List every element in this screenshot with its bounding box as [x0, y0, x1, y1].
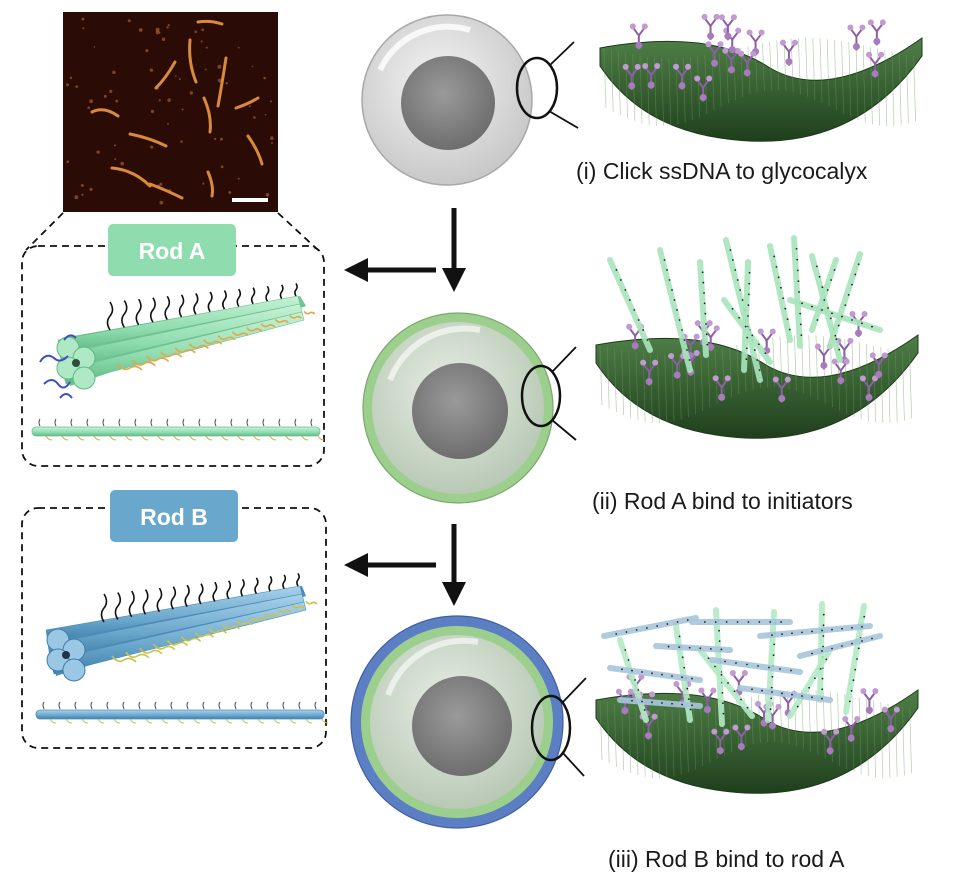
rod-a-label: Rod A	[138, 238, 206, 264]
rod-a-ssdna-strands	[106, 282, 316, 371]
cell-step-3	[350, 615, 587, 829]
rod-a-side-view-strands	[38, 418, 325, 441]
zoom-lens-3	[530, 694, 572, 762]
rod-b-label-box	[110, 490, 238, 542]
rod-b-side-view-strands	[42, 701, 329, 724]
micrograph-filaments	[90, 19, 264, 200]
cell-step-2	[362, 312, 577, 504]
rod-a-side-view	[31, 426, 321, 437]
step-1-caption: (i) Click ssDNA to glycocalyx	[576, 158, 868, 184]
rod-b-ssdna-strands	[100, 572, 318, 663]
rod-b-panel	[21, 490, 329, 749]
rod-a-label-box	[108, 224, 236, 276]
rod-b-label: Rod B	[140, 504, 208, 530]
zoom-lens-1	[515, 56, 559, 120]
rod-a-bundle	[56, 295, 306, 390]
step-3-caption: (iii) Rod B bind to rod A	[608, 846, 845, 872]
rod-b-side-view	[35, 709, 325, 720]
membrane-glycocalyx-1	[599, 13, 923, 142]
step-2-caption: (ii) Rod A bind to initiators	[592, 488, 853, 514]
zoom-connector-lines	[25, 212, 319, 251]
membrane-with-rod-a-and-b	[595, 601, 919, 794]
membrane-with-rod-a	[595, 235, 919, 439]
scale-bar	[232, 198, 268, 202]
micrograph-image	[63, 12, 278, 212]
rod-a-panel	[21, 224, 325, 467]
cell-step-1	[361, 14, 579, 186]
process-arrows	[344, 208, 466, 606]
rod-b-bundle	[45, 585, 307, 682]
rod-a-initiator-loops	[39, 334, 77, 399]
zoom-lens-2	[520, 364, 562, 428]
